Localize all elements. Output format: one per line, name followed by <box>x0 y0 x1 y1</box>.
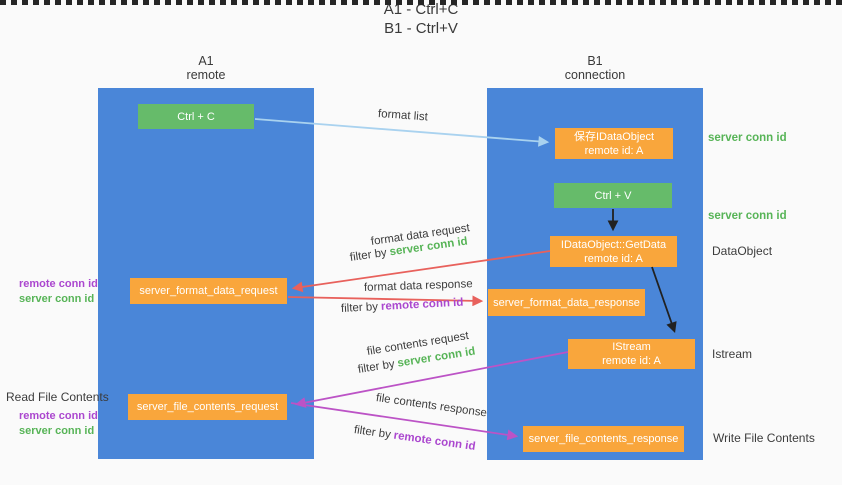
side-label-server-conn-id: server conn id <box>19 425 95 437</box>
node-save-idataobject: 保存IDataObject remote id: A <box>555 128 673 159</box>
node-getdata-line1: IDataObject::GetData <box>560 238 667 251</box>
diagram-title: A1 - Ctrl+C B1 - Ctrl+V <box>0 0 842 38</box>
dotted-separator <box>0 0 842 5</box>
node-server-file-contents-response: server_file_contents_response <box>523 426 684 452</box>
label-filter-by-text: filter by <box>340 301 379 315</box>
side-label-server-conn-id-top: server conn id <box>708 132 787 144</box>
node-server-file-contents-response-label: server_file_contents_response <box>528 433 679 445</box>
side-label-conn-ids-bottom: remote conn id server conn id <box>19 409 98 439</box>
title-line-a1: A1 - Ctrl+C <box>383 1 459 18</box>
side-label-dataobject: DataObject <box>712 244 773 258</box>
column-header-b1: B1 connection <box>487 54 703 82</box>
label-filter-by-text: filter by <box>357 358 396 376</box>
side-label-istream: Istream <box>712 347 753 361</box>
node-istream-line2: remote id: A <box>602 355 661 367</box>
node-ctrl-c-label: Ctrl + C <box>177 110 215 123</box>
label-filter-by-text: filter by <box>349 246 388 264</box>
node-istream: IStream remote id: A <box>568 339 695 369</box>
title-line-b1: B1 - Ctrl+V <box>384 20 458 37</box>
column-header-a1: A1 remote <box>98 54 314 82</box>
column-b1-subtitle: connection <box>564 68 626 82</box>
column-a1-name: A1 <box>198 54 214 68</box>
node-server-format-data-response: server_format_data_response <box>488 289 645 316</box>
label-remote-conn-id-text: remote conn id <box>380 296 464 313</box>
node-getdata-line2: remote id: A <box>584 252 643 265</box>
side-label-read-file-contents: Read File Contents <box>6 390 109 404</box>
column-b1-name: B1 <box>587 54 603 68</box>
node-ctrl-v: Ctrl + V <box>554 183 672 208</box>
node-server-format-data-request: server_format_data_request <box>130 278 287 304</box>
label-format-data-response: format data response <box>363 278 473 294</box>
label-file-contents-response: file contents response <box>375 392 488 420</box>
side-label-server-conn-id: server conn id <box>19 293 95 305</box>
side-label-remote-conn-id: remote conn id <box>19 410 98 422</box>
node-ctrl-v-label: Ctrl + V <box>594 189 632 202</box>
node-server-format-data-request-label: server_format_data_request <box>139 285 278 297</box>
node-server-file-contents-request-label: server_file_contents_request <box>136 401 279 413</box>
label-filter-by-remote-conn-id-2: filter byremote conn id <box>353 424 476 453</box>
node-istream-line1: IStream <box>612 341 651 353</box>
side-label-server-conn-id-mid: server conn id <box>708 210 787 222</box>
side-label-write-file-contents: Write File Contents <box>713 431 815 445</box>
label-filter-by-text: filter by <box>353 424 392 442</box>
node-save-idataobject-line1: 保存IDataObject <box>573 130 655 143</box>
label-format-list: format list <box>377 108 429 124</box>
label-remote-conn-id-text: remote conn id <box>392 429 477 453</box>
side-label-remote-conn-id: remote conn id <box>19 278 98 290</box>
column-a1-subtitle: remote <box>186 68 226 82</box>
side-label-conn-ids-top: remote conn id server conn id <box>19 277 98 307</box>
node-server-format-data-response-label: server_format_data_response <box>493 296 640 309</box>
node-ctrl-c: Ctrl + C <box>138 104 254 129</box>
node-idataobject-getdata: IDataObject::GetData remote id: A <box>550 236 677 267</box>
node-server-file-contents-request: server_file_contents_request <box>128 394 287 420</box>
node-save-idataobject-line2: remote id: A <box>584 144 644 157</box>
